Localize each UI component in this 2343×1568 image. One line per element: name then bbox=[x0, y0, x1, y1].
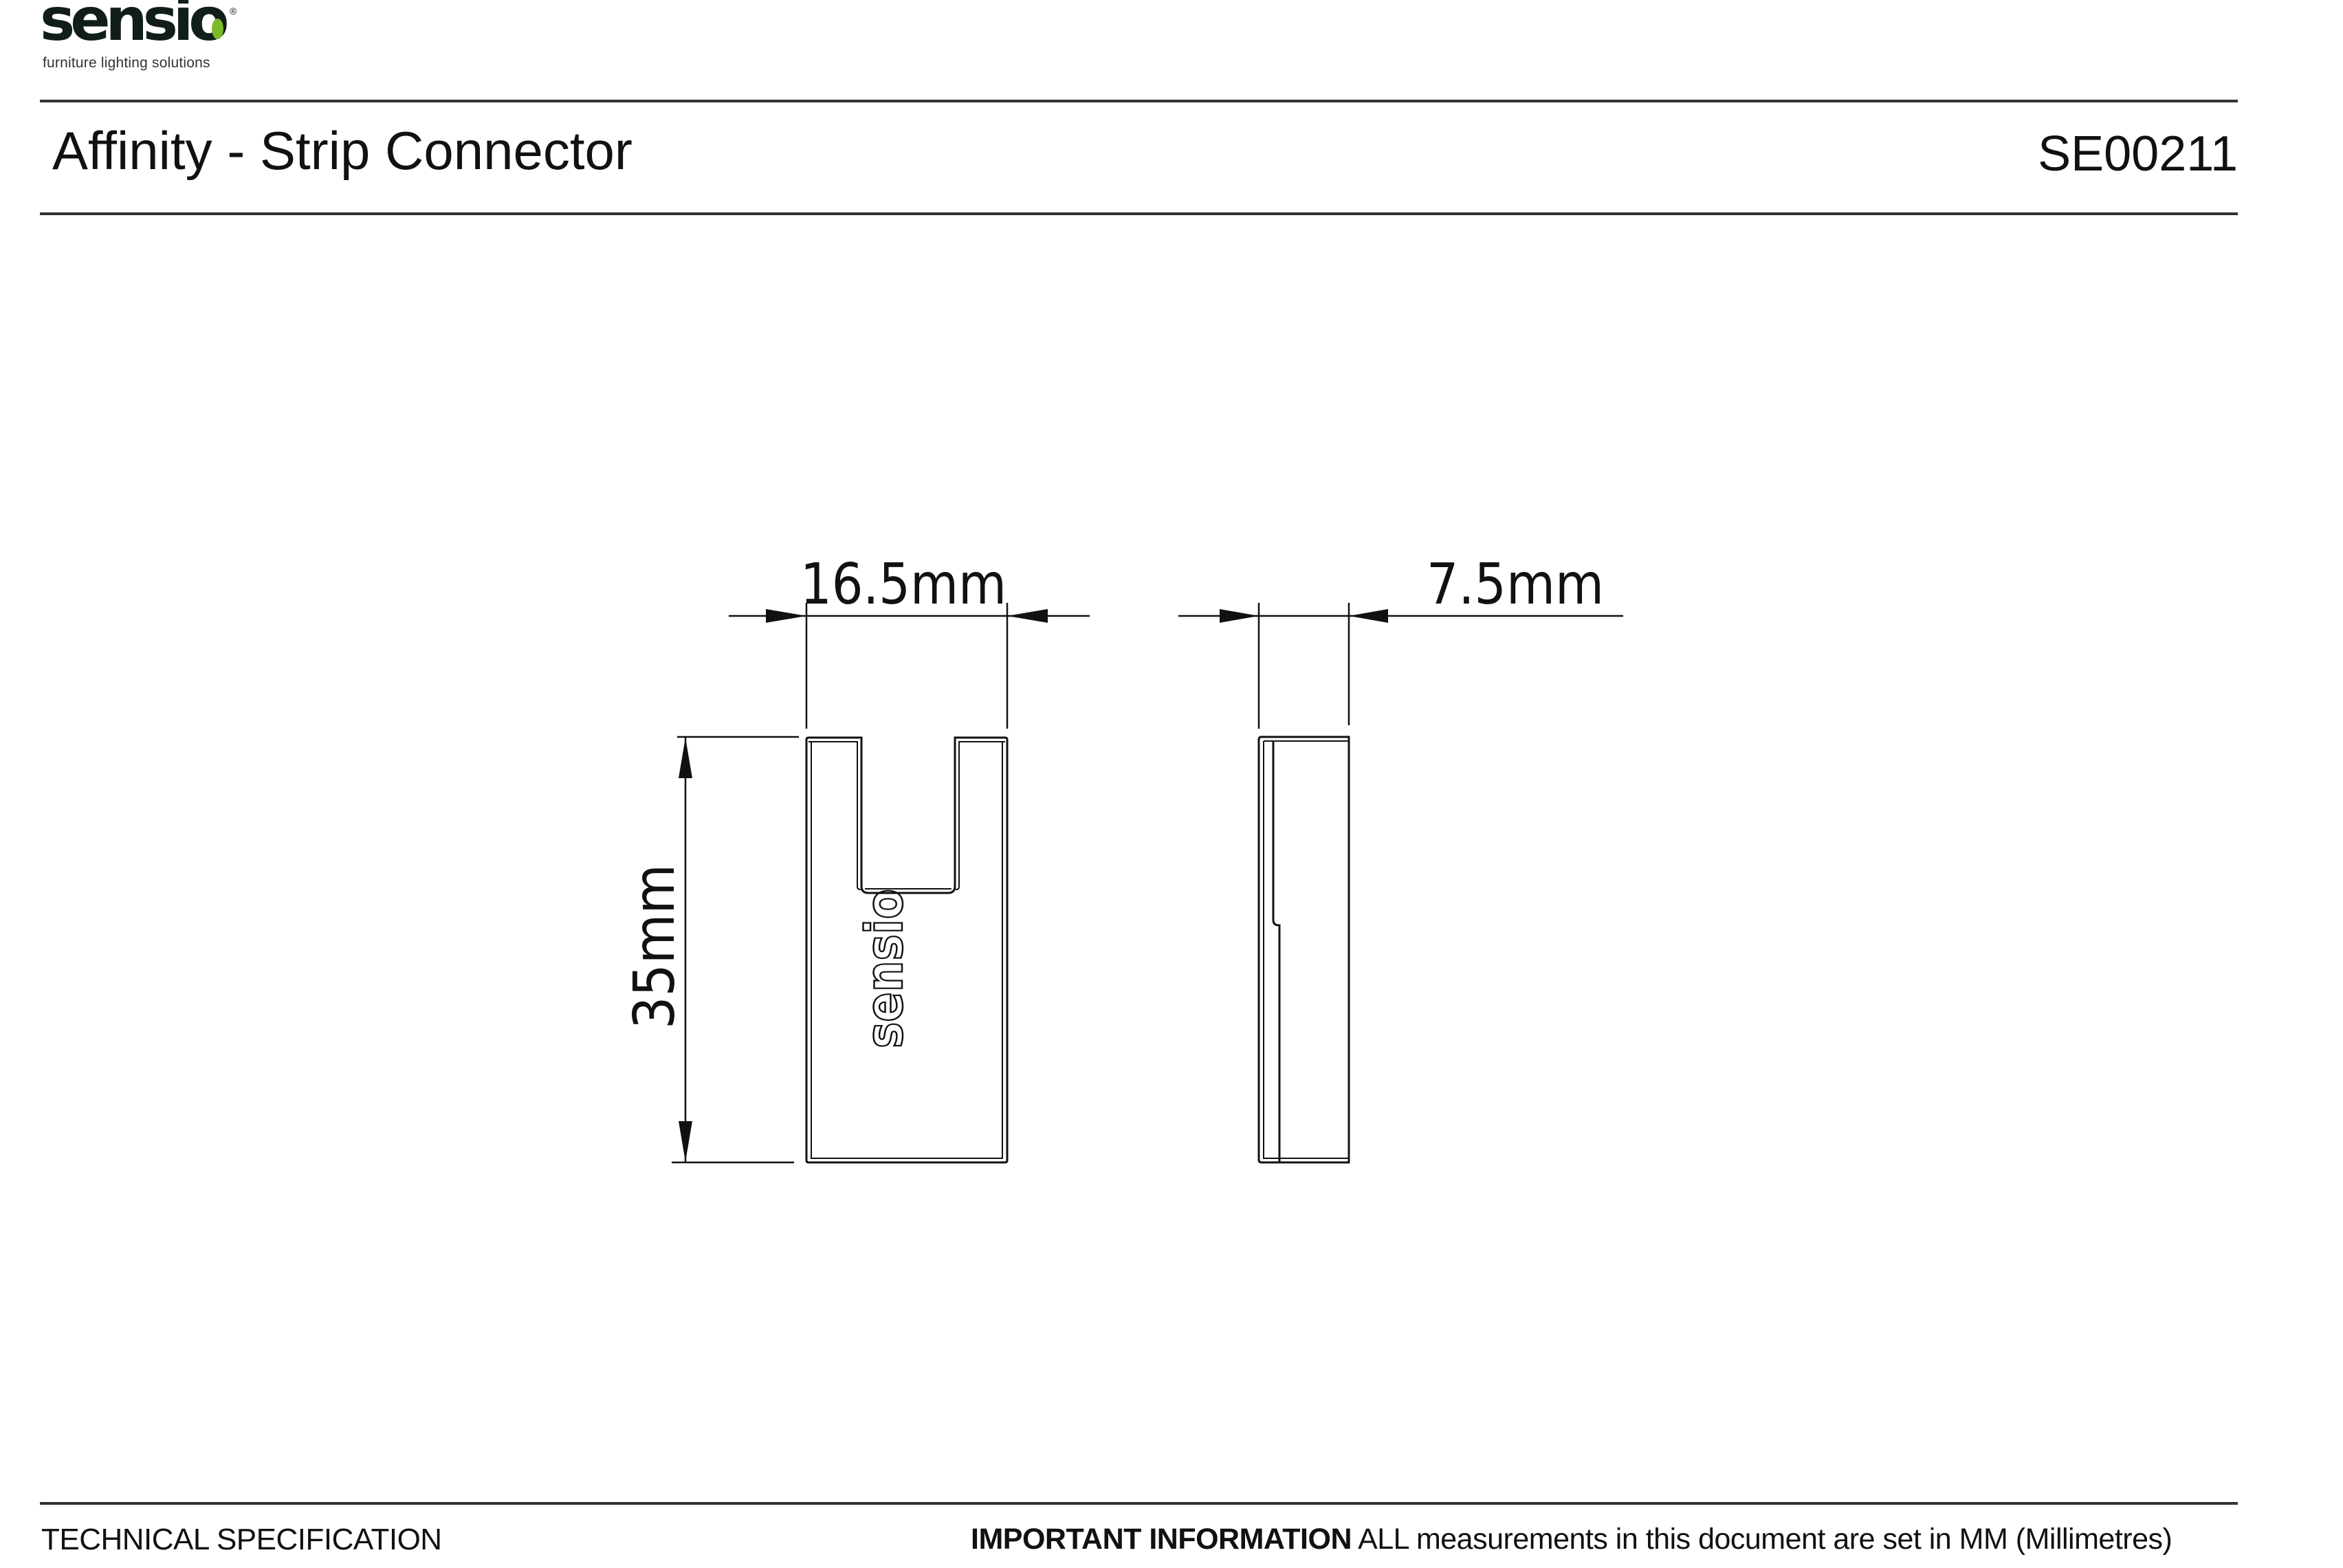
footer-important-information: IMPORTANT INFORMATION ALL measurements i… bbox=[971, 1525, 2172, 1554]
header-bottom-rule bbox=[40, 212, 2238, 215]
depth-label: 7.5mm bbox=[1427, 552, 1604, 617]
width-label: 16.5mm bbox=[800, 552, 1006, 617]
footer-rule bbox=[40, 1502, 2238, 1505]
width-dimension bbox=[729, 603, 1090, 729]
notice-bold: IMPORTANT INFORMATION bbox=[971, 1523, 1352, 1556]
embossed-sensio-logo: sensio bbox=[855, 889, 914, 1048]
depth-dimension bbox=[1178, 603, 1623, 729]
page-title: Affinity - Strip Connector bbox=[52, 120, 632, 181]
product-code: SE00211 bbox=[2038, 126, 2238, 181]
registered-mark: ® bbox=[230, 5, 237, 16]
logo-tagline: furniture lighting solutions bbox=[43, 55, 210, 71]
height-label: 35mm bbox=[622, 864, 688, 1029]
front-view-body bbox=[805, 736, 1009, 1164]
notice-text: ALL measurements in this document are se… bbox=[1352, 1523, 2172, 1556]
side-view-body bbox=[1257, 736, 1350, 1164]
header-top-rule bbox=[40, 100, 2238, 102]
logo-green-dot bbox=[212, 19, 223, 39]
logo-wordmark: sensio bbox=[40, 0, 229, 54]
footer-technical-specification: TECHNICAL SPECIFICATION bbox=[41, 1523, 442, 1556]
dimension-arrowheads bbox=[679, 609, 1388, 1162]
height-dimension bbox=[672, 736, 799, 1164]
sensio-logo: sensio ® furniture lighting solutions bbox=[40, 0, 246, 76]
